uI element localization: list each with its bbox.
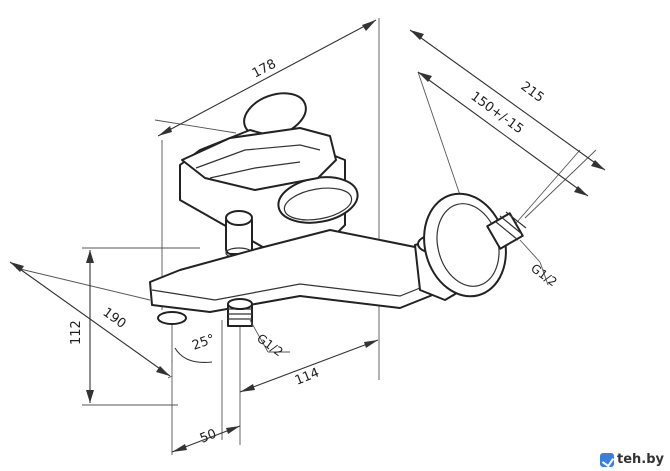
total-extension-right: [524, 149, 597, 219]
arrow-114-right: [364, 340, 378, 348]
arrow-150-right: [574, 186, 588, 196]
label-190: 190: [100, 305, 129, 332]
diverter-knob-top: [225, 210, 253, 226]
arrow-215-left: [410, 30, 424, 40]
dimension-lines: [9, 19, 606, 453]
leader-lines: [249, 239, 549, 353]
label-wall-thread: G1/2: [528, 261, 559, 289]
dim-line-150: [417, 71, 589, 197]
watermark-text: teh.by: [616, 452, 664, 467]
label-112: 112: [69, 320, 84, 345]
angle-arc-25: [174, 347, 213, 363]
spout-outlet: [157, 311, 187, 325]
body-cap-inner: [283, 187, 353, 221]
lever-handle: [181, 127, 337, 191]
leader-wall-thread: [519, 239, 541, 263]
spout: [149, 229, 456, 313]
body-left-extension: [154, 119, 237, 134]
arrow-215-right: [591, 160, 605, 170]
wall-thread-line-3: [505, 211, 527, 229]
dim-line-178: [157, 19, 377, 137]
arrow-150-left: [418, 72, 432, 82]
arrow-190-left: [10, 262, 24, 272]
label-114: 114: [293, 366, 322, 389]
wall-thread-line-2: [499, 215, 523, 235]
arrow-50-left: [172, 444, 187, 452]
spout-edge: [151, 279, 441, 301]
lever-handle-highlight: [195, 144, 321, 169]
depth-extension-left: [15, 267, 151, 301]
bottom-outlet-top: [227, 298, 253, 310]
arrow-178-left: [158, 126, 172, 136]
center-extension-right: [509, 149, 581, 231]
faucet-body: [149, 92, 527, 327]
check-logo-icon: [599, 452, 614, 467]
label-178: 178: [250, 57, 279, 82]
arrow-114-left: [240, 384, 255, 392]
arrow-112-top: [86, 250, 94, 263]
label-50: 50: [198, 427, 219, 447]
leader-bottom-thread: [249, 319, 269, 353]
depth-extension-bottom: [167, 375, 173, 379]
arrow-50-right: [226, 426, 240, 434]
dim-line-114: [239, 339, 379, 393]
center-extension-top: [417, 71, 461, 196]
arrow-112-bottom: [86, 390, 94, 403]
dim-line-215: [409, 29, 606, 171]
leader-wall-thread-tail: [539, 261, 549, 286]
arrow-190-right: [156, 366, 170, 376]
lever-handle-edge: [209, 161, 301, 179]
wall-thread-line-1: [495, 221, 519, 241]
label-25-degrees: 25°: [190, 332, 217, 354]
label-bottom-thread: G1/2: [254, 331, 285, 359]
watermark: teh.by: [599, 452, 664, 467]
label-215: 215: [518, 79, 547, 106]
arrow-178-right: [362, 20, 376, 31]
extension-lines: [15, 18, 597, 455]
